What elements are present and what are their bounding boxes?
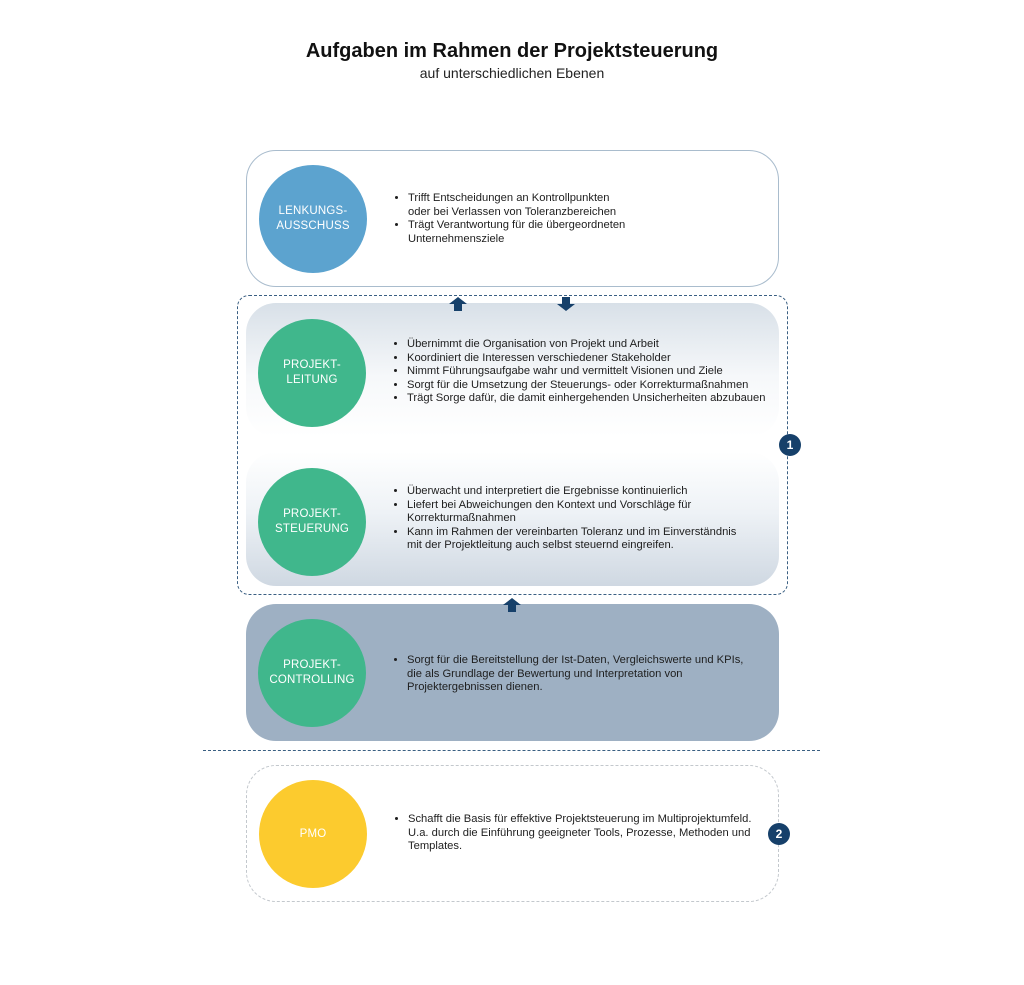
bullet-list-pmo: Schafft die Basis für effektive Projekts… — [392, 813, 751, 854]
group-box-projektleitung-steuerung — [237, 295, 788, 595]
circle-projektsteuerung: PROJEKT- STEUERUNG — [258, 468, 366, 576]
card-lenkungsausschuss: LENKUNGS- AUSSCHUSS Trifft Entscheidunge… — [246, 150, 779, 287]
card-projektleitung: PROJEKT- LEITUNG Übernimmt die Organisat… — [246, 303, 779, 437]
bullet-list-lenkungsausschuss: Trifft Entscheidungen an Kontrollpunkten… — [392, 192, 625, 246]
bullet-list-projektleitung: Übernimmt die Organisation von Projekt u… — [391, 338, 765, 406]
bullet-item: Schafft die Basis für effektive Projekts… — [408, 813, 751, 854]
number-badge-2: 2 — [768, 823, 790, 845]
diagram-subtitle: auf unterschiedlichen Ebenen — [419, 65, 605, 81]
arrow-up-icon — [449, 297, 467, 311]
bullet-item: Kann im Rahmen der vereinbarten Toleranz… — [407, 526, 736, 553]
circle-projektcontrolling: PROJEKT- CONTROLLING — [258, 619, 366, 727]
arrow-down-icon — [557, 297, 575, 311]
bullet-item: Überwacht und interpretiert die Ergebnis… — [407, 485, 736, 499]
bullet-item: Trifft Entscheidungen an Kontrollpunkten… — [408, 192, 625, 219]
card-projektsteuerung: PROJEKT- STEUERUNG Überwacht und interpr… — [246, 452, 779, 586]
card-pmo: PMO Schafft die Basis für effektive Proj… — [246, 765, 779, 902]
dashed-separator — [203, 750, 820, 751]
bullet-list-projektsteuerung: Überwacht und interpretiert die Ergebnis… — [391, 485, 736, 553]
card-projektcontrolling: PROJEKT- CONTROLLING Sorgt für die Berei… — [246, 604, 779, 741]
number-badge-1: 1 — [779, 434, 801, 456]
circle-lenkungsausschuss: LENKUNGS- AUSSCHUSS — [259, 165, 367, 273]
arrow-up-icon — [503, 598, 521, 612]
bullet-item: Sorgt für die Umsetzung der Steuerungs- … — [407, 379, 765, 393]
diagram-title: Aufgaben im Rahmen der Projektsteuerung — [305, 40, 719, 62]
bullet-item: Trägt Sorge dafür, die damit einhergehen… — [407, 392, 765, 406]
bullet-item: Liefert bei Abweichungen den Kontext und… — [407, 499, 736, 526]
bullet-item: Trägt Verantwortung für die übergeordnet… — [408, 219, 625, 246]
bullet-item: Nimmt Führungsaufgabe wahr und vermittel… — [407, 365, 765, 379]
bullet-list-projektcontrolling: Sorgt für die Bereitstellung der Ist-Dat… — [391, 654, 743, 695]
bullet-item: Koordiniert die Interessen verschiedener… — [407, 352, 765, 366]
bullet-item: Sorgt für die Bereitstellung der Ist-Dat… — [407, 654, 743, 695]
circle-pmo: PMO — [259, 780, 367, 888]
circle-projektleitung: PROJEKT- LEITUNG — [258, 319, 366, 427]
bullet-item: Übernimmt die Organisation von Projekt u… — [407, 338, 765, 352]
